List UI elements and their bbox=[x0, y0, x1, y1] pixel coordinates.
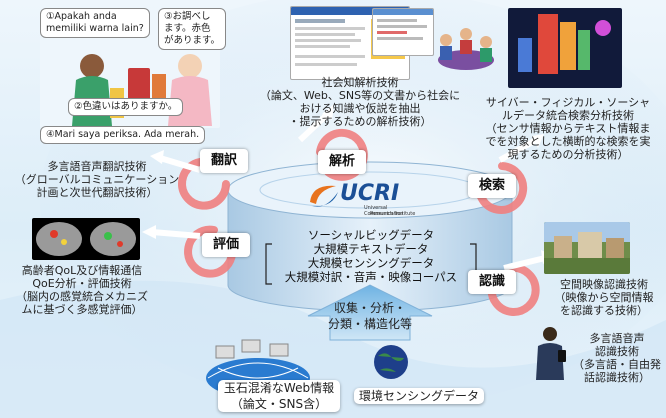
speech-tech-desc: 多言語音声 認識技術 （多言語・自由発 話認識技術） bbox=[570, 332, 664, 384]
cyber-tech-line-4: でを対象とした横断的な検索を実 bbox=[485, 135, 651, 148]
elderly-tech-line-1: 高齢者QoL及び情報通信 bbox=[21, 264, 143, 277]
meeting-illustration bbox=[432, 20, 500, 76]
brain-scan-image bbox=[32, 218, 140, 260]
bubble-1-line-2: memiliki warna lain? bbox=[46, 23, 144, 34]
logo-subtitle-2: Research Institute bbox=[370, 211, 416, 217]
bubble-3-line-3: があります。 bbox=[164, 35, 221, 46]
data-visualization-image bbox=[508, 8, 622, 88]
cyber-tech-line-5: 現するための分析技術） bbox=[507, 148, 629, 161]
social-tech-desc: 社会知解析技術 （論文、Web、SNS等の文書から社会に おける知識や仮説を抽出… bbox=[250, 76, 470, 128]
speech-tech-line-3: （多言語・自由発 bbox=[573, 358, 661, 371]
elderly-tech-line-2: QoE分析・評価技術 bbox=[32, 277, 132, 290]
social-tech-line-1: 社会知解析技術 bbox=[321, 76, 399, 89]
process-label: 収集・分析・ 分類・構造化等 bbox=[316, 300, 424, 332]
social-analysis-screenshot-2 bbox=[372, 8, 434, 56]
elderly-tech-line-4: ムに基づく多感覚評価） bbox=[21, 303, 143, 316]
verb-evaluate: 評価 bbox=[202, 233, 250, 257]
data-bracket bbox=[265, 243, 477, 285]
cyber-tech-line-1: サイバー・フィジカル・ソーシャ bbox=[485, 96, 651, 109]
cycle-arrow-translate bbox=[178, 157, 230, 210]
speech-bubble-1: ①Apakah anda memiliki warna lain? bbox=[40, 8, 150, 38]
verb-recognize: 認識 bbox=[468, 270, 516, 294]
cyber-tech-desc: サイバー・フィジカル・ソーシャ ルデータ統合検索分析技術 （センサ情報からテキス… bbox=[470, 96, 666, 161]
speech-bubble-3: ③お調べし ます。赤色 があります。 bbox=[158, 8, 227, 50]
cyber-tech-line-3: （センサ情報からテキスト情報ま bbox=[485, 122, 651, 135]
logo-text: UCRI bbox=[340, 181, 400, 206]
speech-bubble-2: ②色違いはありますか。 bbox=[68, 98, 184, 116]
earth-globe-icon bbox=[374, 345, 408, 379]
cycle-arrow-recognize bbox=[487, 263, 540, 316]
web-info-line-1: 玉石混淆なWeb情報 bbox=[223, 381, 335, 395]
process-line-2: 分類・構造化等 bbox=[327, 317, 412, 331]
data-line-corpus: 大規模対訳・音声・映像コーパス bbox=[284, 270, 458, 284]
elderly-tech-line-3: （脳内の感覚統合メカニズ bbox=[16, 290, 148, 303]
spatial-tech-line-3: を認識する技術） bbox=[560, 304, 648, 317]
spatial-tech-line-1: 空間映像認識技術 bbox=[560, 278, 648, 291]
logo-subtitle-1: Universal Communication bbox=[364, 205, 404, 217]
translation-tech-line-3: 計画と次世代翻訳技術） bbox=[36, 186, 158, 199]
social-tech-line-3: おける知識や仮説を抽出 bbox=[299, 102, 421, 115]
sensing-data-label: 環境センシングデータ bbox=[354, 388, 484, 404]
spatial-recognition-image bbox=[544, 222, 630, 274]
data-line-text: 大規模テキストデータ bbox=[313, 242, 429, 256]
spatial-tech-desc: 空間映像認識技術 （映像から空間情報 を認識する技術） bbox=[544, 278, 664, 317]
bubble-1-line-1: ①Apakah anda bbox=[46, 11, 117, 22]
speaker-illustration bbox=[530, 324, 570, 380]
process-line-1: 収集・分析・ bbox=[333, 301, 406, 315]
speech-tech-line-4: 話認識技術） bbox=[584, 371, 650, 384]
translation-tech-desc: 多言語音声翻訳技術 （グローバルコミュニケーション 計画と次世代翻訳技術） bbox=[6, 160, 188, 199]
social-tech-line-2: （論文、Web、SNS等の文書から社会に bbox=[259, 89, 461, 102]
upward-arrow bbox=[307, 284, 433, 341]
bubble-3-line-1: ③お調べし bbox=[164, 11, 211, 22]
data-list: ソーシャルビッグデータ 大規模テキストデータ 大規模センシングデータ 大規模対訳… bbox=[276, 228, 466, 284]
verb-analysis: 解析 bbox=[318, 150, 366, 174]
cycle-arrow-analysis bbox=[316, 128, 368, 181]
data-line-social: ソーシャルビッグデータ bbox=[307, 228, 435, 242]
data-line-sensing: 大規模センシングデータ bbox=[307, 256, 435, 270]
speech-bubble-4: ④Mari saya periksa. Ada merah. bbox=[40, 126, 206, 144]
cycle-arrow-evaluate bbox=[184, 225, 237, 278]
ucri-swoosh-icon bbox=[310, 185, 338, 207]
cyber-tech-line-2: ルデータ統合検索分析技術 bbox=[502, 109, 634, 122]
bubble-3-line-2: ます。赤色 bbox=[164, 23, 211, 34]
speech-tech-line-2: 認識技術 bbox=[595, 345, 639, 358]
translation-tech-line-2: （グローバルコミュニケーション bbox=[14, 173, 180, 186]
web-info-label: 玉石混淆なWeb情報 （論文・SNS含） bbox=[218, 380, 340, 412]
ucri-logo: UCRI Universal Communication Research In… bbox=[306, 180, 426, 220]
verb-translate: 翻訳 bbox=[200, 149, 248, 173]
translation-tech-line-1: 多言語音声翻訳技術 bbox=[47, 160, 147, 173]
verb-search: 検索 bbox=[468, 174, 516, 198]
speech-tech-line-1: 多言語音声 bbox=[589, 332, 645, 345]
elderly-tech-desc: 高齢者QoL及び情報通信 QoE分析・評価技術 （脳内の感覚統合メカニズ ムに基… bbox=[2, 264, 162, 316]
social-tech-line-4: ・提示するための解析技術） bbox=[288, 115, 432, 128]
web-info-line-2: （論文・SNS含） bbox=[230, 397, 328, 411]
spatial-tech-line-2: （映像から空間情報 bbox=[554, 291, 654, 304]
